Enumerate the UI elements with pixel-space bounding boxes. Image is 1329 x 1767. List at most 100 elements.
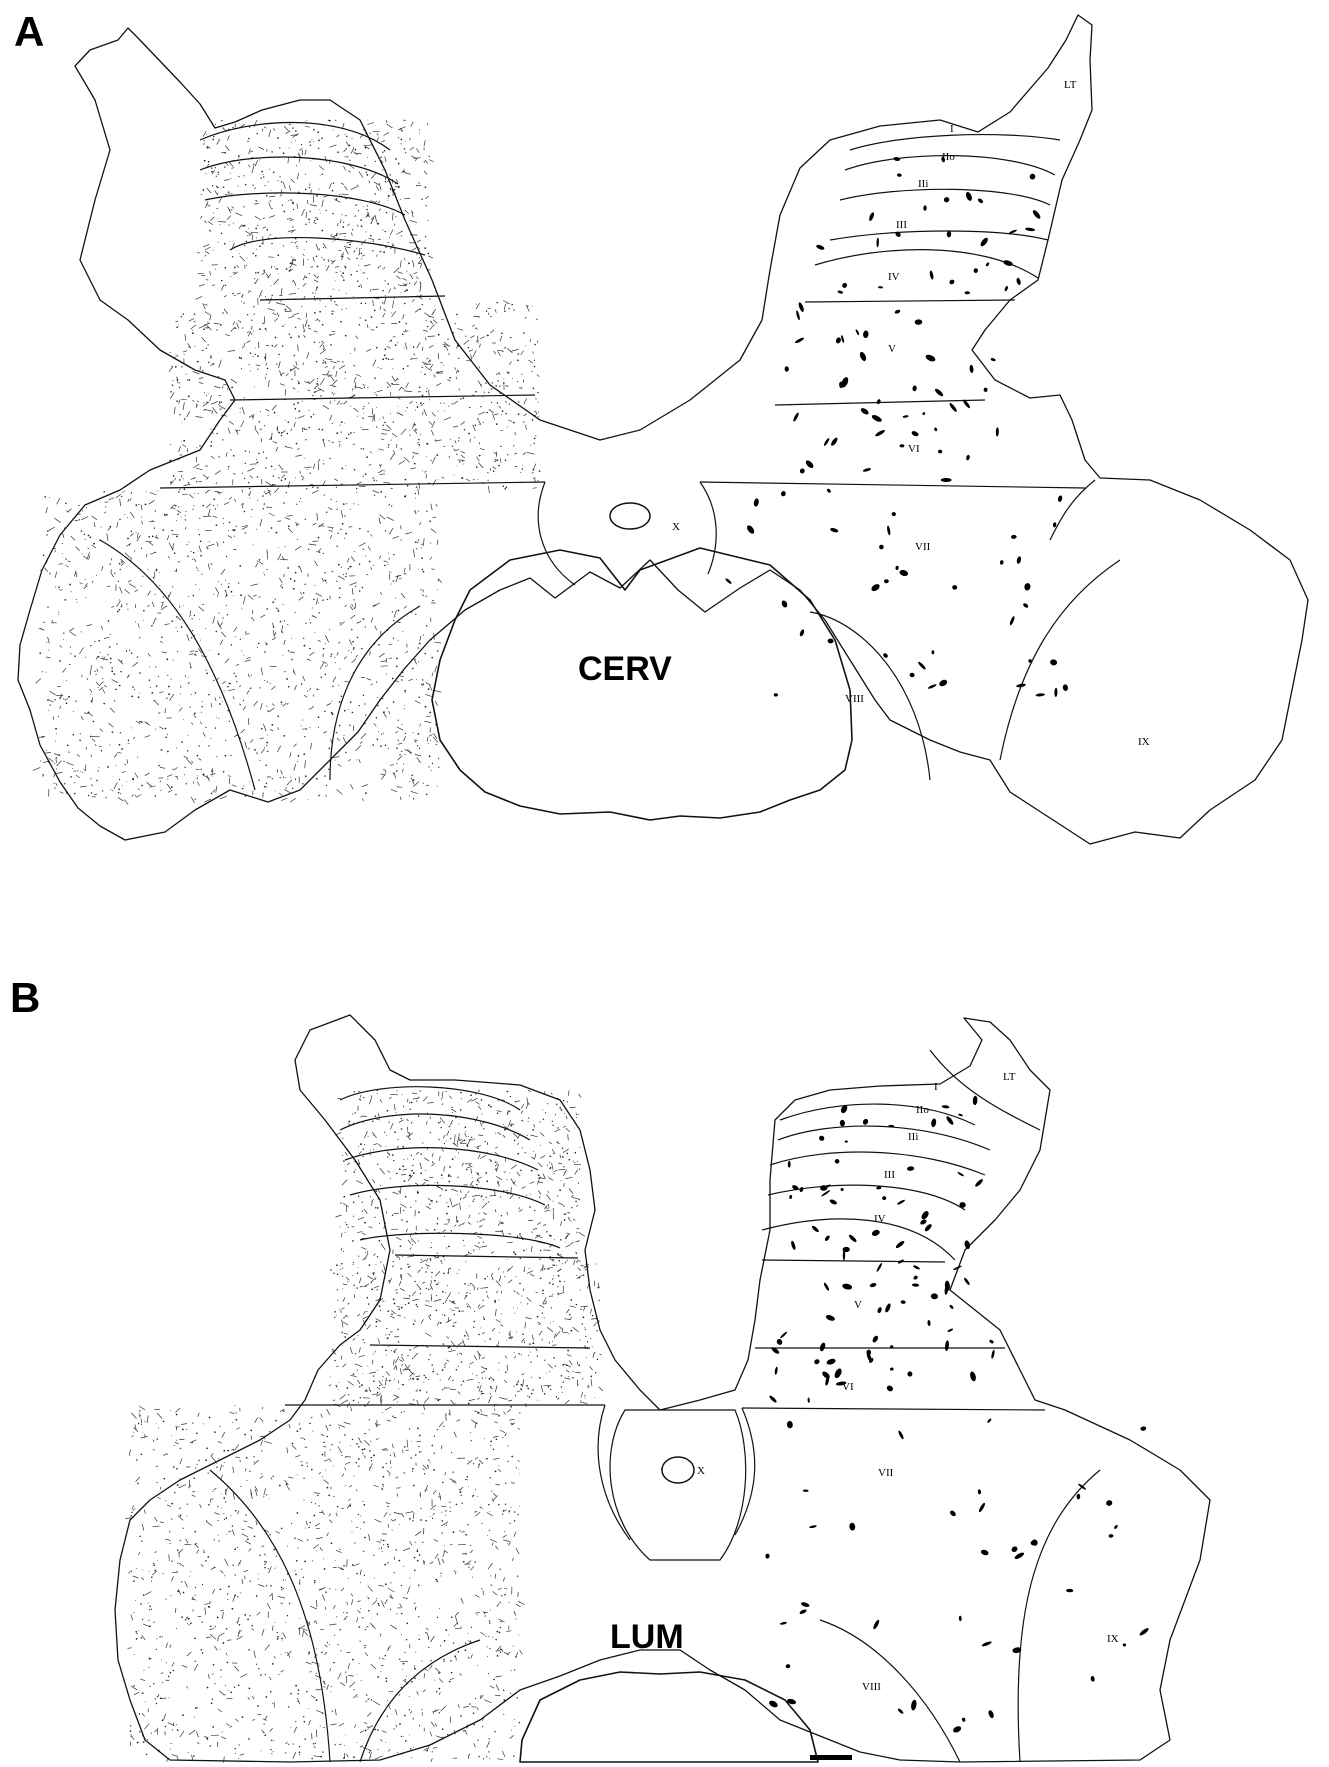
panel-a-dot: [393, 620, 394, 621]
panel-b-dot: [394, 1351, 396, 1353]
panel-a-fiber: [379, 251, 382, 252]
panel-a-dot: [278, 273, 279, 274]
panel-b-dot: [406, 1221, 408, 1223]
panel-b-fiber: [469, 1215, 470, 1219]
panel-a-dot: [238, 155, 240, 157]
panel-a-fiber: [350, 784, 353, 789]
panel-b-dot: [562, 1392, 563, 1393]
panel-a-fiber: [87, 625, 92, 626]
panel-a-dot: [326, 210, 327, 211]
panel-a-dot: [423, 571, 425, 573]
panel-b-dot: [435, 1258, 436, 1259]
panel-a-dot: [253, 306, 254, 307]
panel-a-fiber: [298, 345, 299, 352]
panel-b-fiber: [423, 1282, 426, 1283]
panel-b-dot: [519, 1473, 520, 1474]
panel-b-dot: [142, 1619, 143, 1620]
panel-b-dot: [362, 1201, 363, 1202]
panel-b-dot: [437, 1223, 439, 1225]
panel-a-dot: [313, 414, 314, 415]
panel-b-fiber: [465, 1479, 468, 1480]
panel-b-dot: [431, 1272, 433, 1274]
panel-b-fiber: [534, 1154, 536, 1160]
panel-a-cell-profile: [878, 544, 884, 550]
panel-a-fiber: [209, 271, 210, 275]
panel-a-dot: [153, 577, 155, 579]
panel-b-dot: [523, 1270, 524, 1271]
panel-a-dot: [254, 313, 255, 314]
panel-b-dot: [432, 1518, 433, 1519]
panel-a-fiber: [416, 277, 418, 279]
panel-a-fiber: [350, 583, 357, 586]
panel-a-dot: [201, 216, 202, 217]
panel-a-fiber: [239, 685, 241, 686]
panel-b-dot: [353, 1262, 354, 1263]
panel-a-dot: [267, 569, 268, 570]
panel-a-dot: [341, 567, 342, 568]
panel-b-dot: [330, 1376, 331, 1377]
panel-a-fiber: [101, 666, 103, 668]
panel-a-dot: [438, 334, 440, 336]
panel-b-fiber: [465, 1254, 469, 1256]
panel-b-fiber: [498, 1132, 501, 1135]
panel-a-dot: [362, 476, 363, 477]
panel-a-dot: [255, 354, 256, 355]
panel-a-fiber: [387, 124, 393, 128]
panel-a-dot: [429, 712, 431, 714]
panel-a-dot: [381, 734, 382, 735]
panel-b-dot: [514, 1719, 515, 1720]
panel-b-dot: [565, 1242, 566, 1243]
panel-a-dot: [202, 701, 203, 702]
panel-b-fiber: [467, 1379, 474, 1380]
panel-a-dot: [398, 379, 399, 380]
panel-a-fiber: [201, 656, 207, 657]
panel-b-dot: [520, 1258, 521, 1259]
panel-a-dot: [458, 371, 459, 372]
panel-a-dot: [261, 171, 263, 173]
panel-a-dot: [53, 783, 54, 784]
panel-a-fiber: [130, 498, 132, 501]
panel-a-fiber: [273, 128, 275, 130]
panel-a-dot: [225, 740, 226, 741]
panel-a-dot: [117, 611, 119, 613]
panel-a-dot: [253, 164, 254, 165]
panel-a-cell-profile: [774, 693, 778, 696]
panel-b-dot: [453, 1325, 455, 1327]
panel-b-fiber: [274, 1656, 275, 1659]
panel-b-dot: [412, 1471, 413, 1472]
panel-b-dot: [468, 1338, 469, 1339]
panel-b-dot: [530, 1194, 531, 1195]
panel-a-fiber: [341, 256, 344, 257]
panel-a-fiber: [276, 447, 278, 451]
panel-a-fiber: [256, 279, 259, 283]
panel-a-dot: [322, 362, 324, 364]
panel-a-fiber: [410, 138, 411, 141]
panel-b-fiber: [421, 1319, 424, 1323]
panel-b-dot: [473, 1198, 474, 1199]
panel-b-dot: [224, 1462, 225, 1463]
panel-b-dot: [134, 1654, 135, 1655]
panel-b-dot: [433, 1369, 434, 1370]
panel-a-dot: [54, 699, 55, 700]
panel-b-fiber: [357, 1601, 360, 1602]
panel-a-dot: [244, 511, 246, 513]
panel-a-fiber: [370, 651, 371, 656]
panel-a-dot: [262, 495, 264, 497]
panel-b-dot: [347, 1281, 348, 1282]
panel-b-dot: [340, 1202, 341, 1203]
panel-a-label-iv: IV: [888, 271, 900, 283]
panel-a-fiber: [352, 659, 357, 663]
panel-a-dot: [249, 498, 250, 499]
panel-a-dot: [293, 588, 295, 590]
panel-b-dot: [523, 1250, 525, 1252]
panel-b-dot: [364, 1342, 365, 1343]
panel-a-fiber: [199, 546, 201, 553]
panel-b-fiber: [384, 1265, 385, 1271]
panel-a-dot: [507, 454, 508, 455]
panel-a-fiber: [224, 295, 227, 297]
panel-a-dot: [308, 549, 310, 551]
panel-b-dot: [430, 1516, 431, 1517]
panel-a-fiber: [262, 129, 263, 132]
panel-b-fiber: [465, 1133, 467, 1137]
panel-a-fiber: [532, 472, 534, 473]
